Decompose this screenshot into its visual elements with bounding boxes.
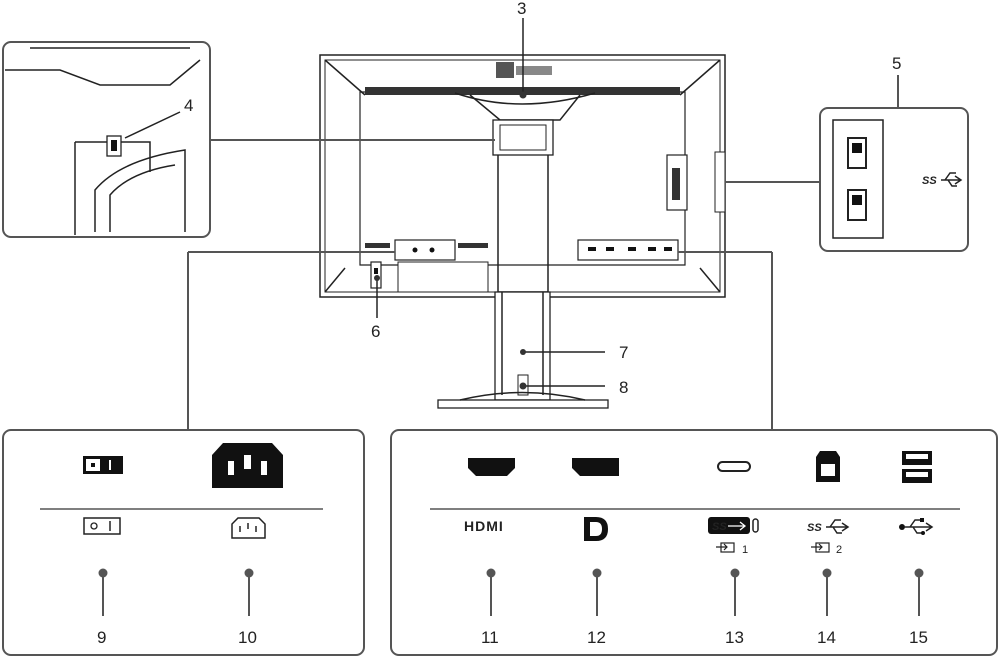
logo-wordmark xyxy=(516,66,552,75)
callout-8: 8 xyxy=(619,378,628,397)
inset-input-ports: HDMI SS 1 SS 2 xyxy=(390,429,998,656)
security-slot-icon xyxy=(370,261,382,289)
callout-11: 11 xyxy=(481,628,499,647)
displayport-logo-icon xyxy=(584,517,608,541)
callout-3: 3 xyxy=(517,0,526,18)
hdmi-logo: HDMI xyxy=(464,518,504,534)
logo-badge xyxy=(496,62,514,78)
inset-usb-a-side: SS xyxy=(819,107,969,252)
port-number-1: 1 xyxy=(742,544,748,556)
callout-13: 13 xyxy=(725,628,744,647)
callout-14: 14 xyxy=(817,628,836,647)
usb-b-port-icon xyxy=(816,451,840,482)
ac-inlet-symbol-icon xyxy=(231,517,266,539)
callout-4: 4 xyxy=(184,96,193,115)
power-switch-symbol-icon xyxy=(83,517,121,535)
inset-security-slot xyxy=(2,41,211,238)
usb-trident-icon xyxy=(899,518,934,535)
inset-power xyxy=(2,429,365,656)
callout-10: 10 xyxy=(238,628,257,647)
stand xyxy=(437,291,609,409)
power-switch-icon xyxy=(83,456,123,474)
callout-9: 9 xyxy=(97,628,106,647)
port-number-2: 2 xyxy=(836,544,842,556)
callout-12: 12 xyxy=(587,628,606,647)
usb-a-port-icon xyxy=(902,451,932,483)
usb-superspeed-label: SS xyxy=(922,175,937,187)
upstream-port-1-icon xyxy=(716,542,735,553)
callout-6: 6 xyxy=(371,322,380,341)
upstream-port-2-icon xyxy=(811,542,830,553)
usb-superspeed-label: SS xyxy=(807,522,822,534)
ac-inlet-icon xyxy=(212,443,283,488)
usb-trident-icon xyxy=(941,172,963,187)
callout-7: 7 xyxy=(619,343,628,362)
usb-superspeed-c-icon: SS xyxy=(708,517,759,534)
usb-superspeed-label: SS xyxy=(712,521,727,533)
displayport-icon xyxy=(572,458,619,476)
callout-5: 5 xyxy=(892,54,901,73)
hdmi-port-icon xyxy=(468,458,515,476)
usb-c-port-icon xyxy=(717,461,751,472)
callout-15: 15 xyxy=(909,628,928,647)
usb-trident-icon xyxy=(826,519,850,534)
